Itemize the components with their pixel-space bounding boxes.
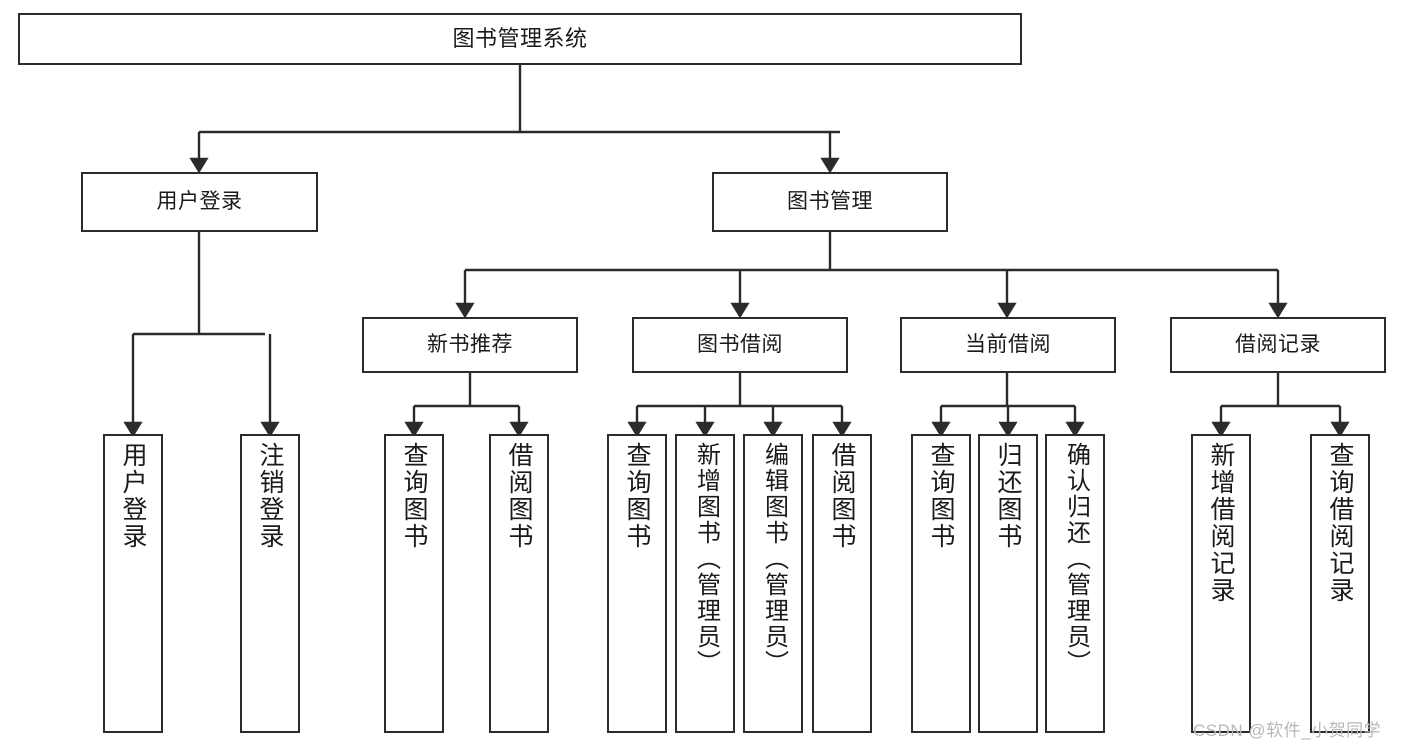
node-book-manage[interactable]: 图书管理 xyxy=(712,172,948,232)
node-leaf-add-book[interactable]: 新增图书（管理员） xyxy=(675,434,735,733)
node-leaf-query-book-3[interactable]: 查询图书 xyxy=(911,434,971,733)
node-root[interactable]: 图书管理系统 xyxy=(18,13,1022,65)
node-leaf-logout[interactable]: 注销登录 xyxy=(240,434,300,733)
node-book-borrow-label: 图书借阅 xyxy=(697,332,783,356)
node-leaf-confirm-return-label: 确认归还（管理员） xyxy=(1062,442,1090,676)
node-current-borrow-label: 当前借阅 xyxy=(965,332,1051,356)
watermark-label: CSDN @软件_小贺同学 xyxy=(1193,721,1382,740)
node-leaf-borrow-book-2[interactable]: 借阅图书 xyxy=(812,434,872,733)
node-borrow-record[interactable]: 借阅记录 xyxy=(1170,317,1386,373)
node-leaf-query-book-2-label: 查询图书 xyxy=(623,442,651,550)
node-book-manage-label: 图书管理 xyxy=(787,189,873,213)
node-leaf-query-book-1-label: 查询图书 xyxy=(400,442,428,550)
node-new-book-rec-label: 新书推荐 xyxy=(427,332,513,356)
node-leaf-borrow-book-1-label: 借阅图书 xyxy=(505,442,533,550)
node-leaf-borrow-book-2-label: 借阅图书 xyxy=(828,442,856,550)
node-leaf-query-record[interactable]: 查询借阅记录 xyxy=(1310,434,1370,733)
node-leaf-add-record[interactable]: 新增借阅记录 xyxy=(1191,434,1251,733)
node-leaf-logout-label: 注销登录 xyxy=(256,442,284,550)
node-leaf-user-login-label: 用户登录 xyxy=(119,442,147,550)
node-leaf-confirm-return[interactable]: 确认归还（管理员） xyxy=(1045,434,1105,733)
node-leaf-add-record-label: 新增借阅记录 xyxy=(1207,442,1235,604)
node-borrow-record-label: 借阅记录 xyxy=(1235,332,1321,356)
node-user-login-label: 用户登录 xyxy=(156,189,243,213)
node-user-login[interactable]: 用户登录 xyxy=(81,172,318,232)
node-root-label: 图书管理系统 xyxy=(452,26,588,52)
node-leaf-return-book[interactable]: 归还图书 xyxy=(978,434,1038,733)
node-leaf-query-book-1[interactable]: 查询图书 xyxy=(384,434,444,733)
node-leaf-user-login[interactable]: 用户登录 xyxy=(103,434,163,733)
node-leaf-edit-book[interactable]: 编辑图书（管理员） xyxy=(743,434,803,733)
node-new-book-rec[interactable]: 新书推荐 xyxy=(362,317,578,373)
node-current-borrow[interactable]: 当前借阅 xyxy=(900,317,1116,373)
node-leaf-add-book-label: 新增图书（管理员） xyxy=(692,442,720,676)
node-leaf-query-book-3-label: 查询图书 xyxy=(927,442,955,550)
node-leaf-query-book-2[interactable]: 查询图书 xyxy=(607,434,667,733)
node-leaf-borrow-book-1[interactable]: 借阅图书 xyxy=(489,434,549,733)
node-leaf-query-record-label: 查询借阅记录 xyxy=(1326,442,1354,604)
node-book-borrow[interactable]: 图书借阅 xyxy=(632,317,848,373)
node-leaf-edit-book-label: 编辑图书（管理员） xyxy=(760,442,788,676)
node-leaf-return-book-label: 归还图书 xyxy=(994,442,1022,550)
